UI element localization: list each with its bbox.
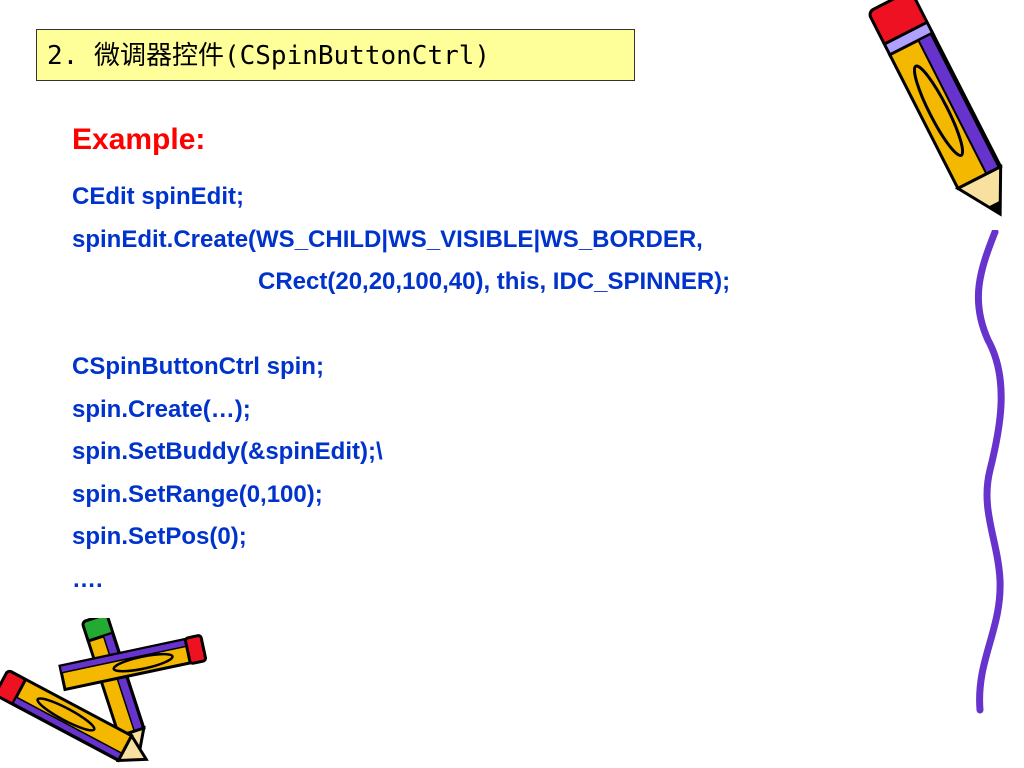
code-line-blank [72, 304, 730, 347]
code-line: spin.SetRange(0,100); [72, 480, 323, 508]
code-line: CEdit spinEdit; [72, 183, 244, 210]
slide-title: 2. 微调器控件(CSpinButtonCtrl) [36, 29, 635, 81]
code-line: spin.Create(…); [72, 395, 251, 423]
code-line: spin.SetBuddy(&spinEdit);\ [72, 438, 383, 465]
code-line: CSpinButtonCtrl spin; [72, 353, 324, 380]
code-line: spinEdit.Create(WS_CHILD|WS_VISIBLE|WS_B… [72, 225, 703, 253]
code-line: …. [72, 565, 103, 593]
code-line: spin.SetPos(0); [72, 523, 247, 550]
example-heading: Example: [72, 123, 206, 156]
squiggle-line [974, 230, 1005, 714]
crossed-pencils-icon [0, 618, 207, 763]
code-line: CRect(20,20,100,40), this, IDC_SPINNER); [258, 268, 731, 295]
pencil-icon [868, 0, 1003, 217]
code-block: CEdit spinEdit; spinEdit.Create(WS_CHILD… [72, 176, 730, 601]
